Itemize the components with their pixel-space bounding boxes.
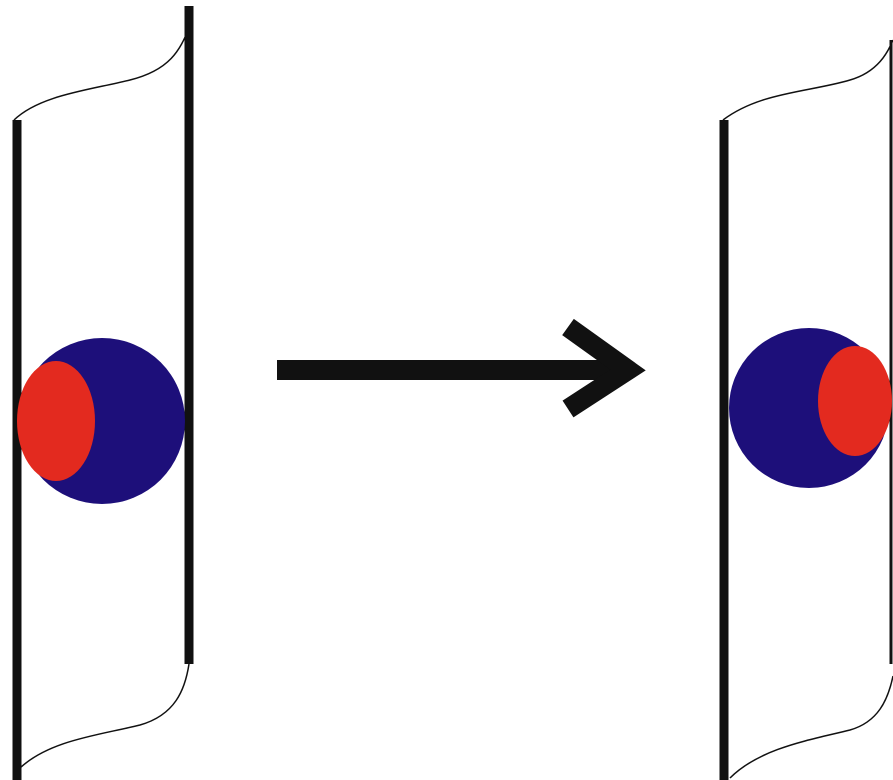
panel-before-cap bbox=[17, 361, 95, 481]
panel-after bbox=[719, 39, 893, 780]
panel-before-bottom-curve bbox=[19, 663, 190, 769]
panel-after-bottom-curve bbox=[729, 675, 893, 779]
panel-before-top-curve bbox=[13, 27, 190, 121]
panel-after-cap bbox=[818, 346, 892, 456]
arrow-head bbox=[562, 318, 646, 418]
panel-before bbox=[12, 6, 194, 780]
panel-after-top-curve bbox=[722, 39, 893, 121]
right-arrow-icon bbox=[277, 318, 646, 418]
